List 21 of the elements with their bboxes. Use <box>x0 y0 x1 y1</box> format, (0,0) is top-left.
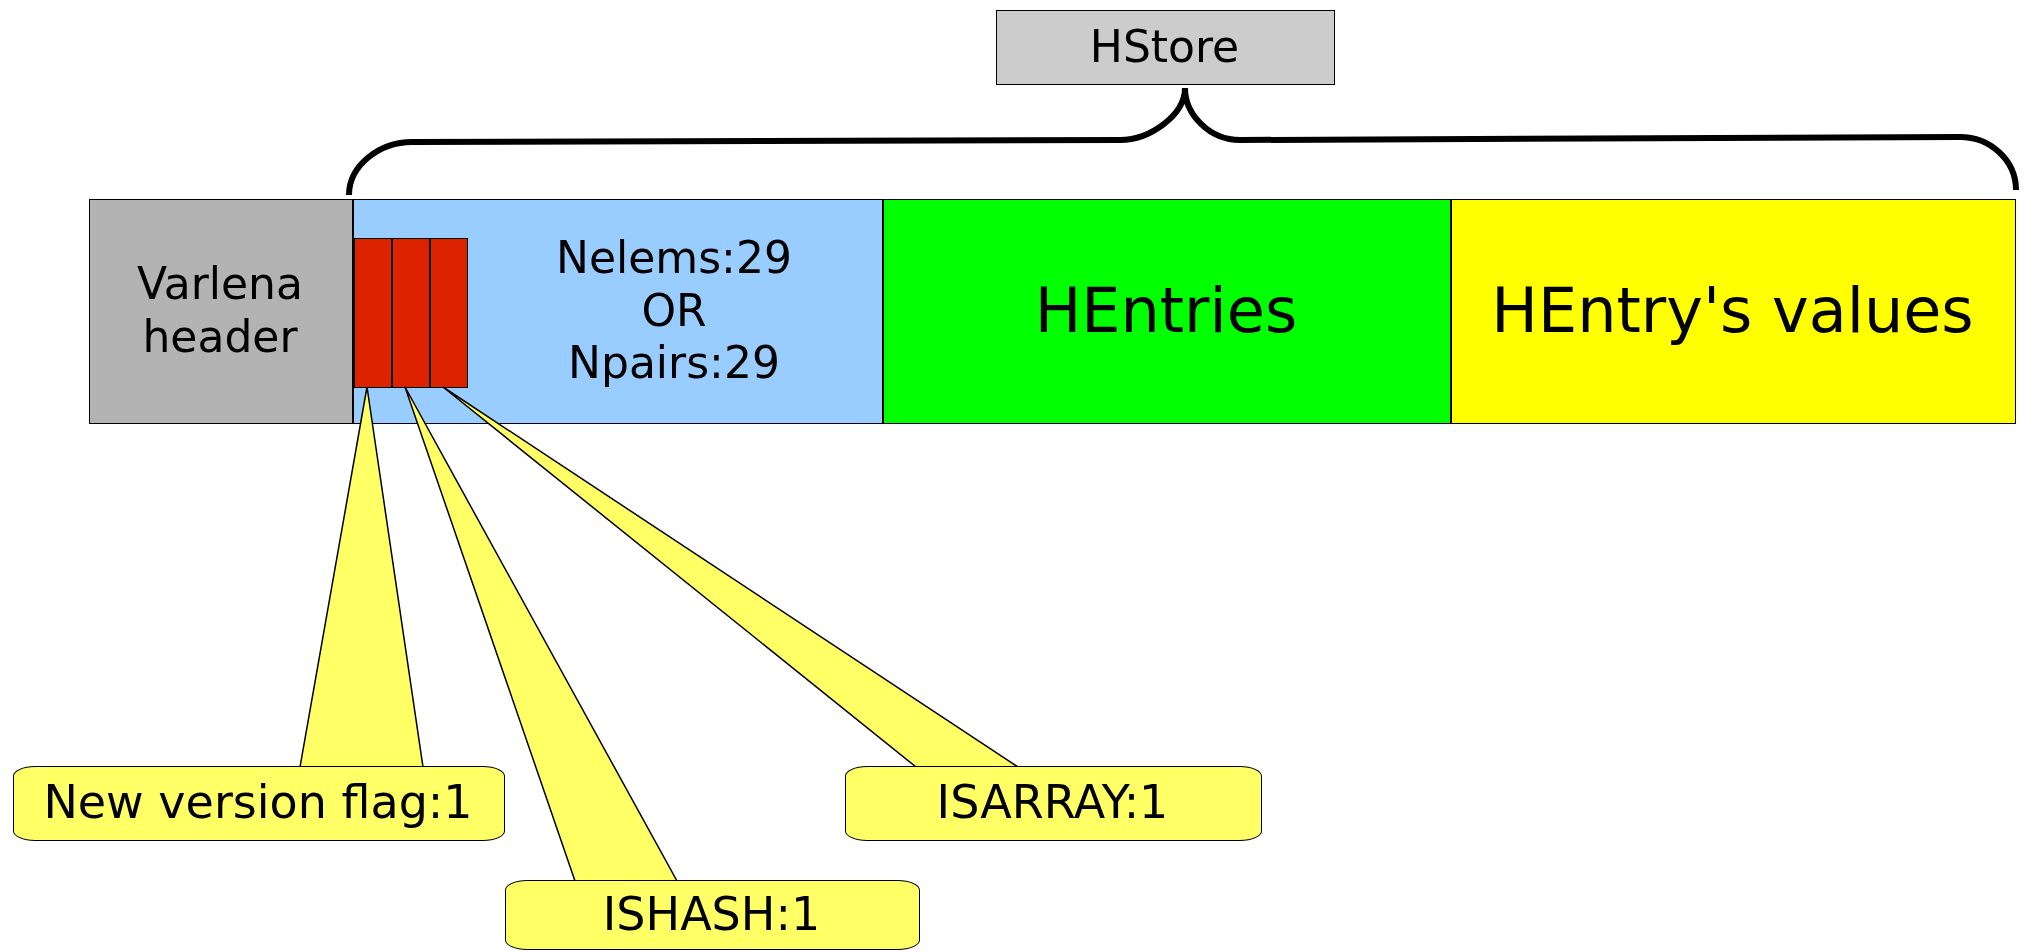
block-label: ISARRAY:1 <box>936 775 1169 831</box>
flag-bit <box>430 238 468 388</box>
block-label: Varlena header <box>136 258 304 364</box>
title-box <box>996 10 1335 85</box>
callout-bubble <box>845 766 1262 841</box>
callout-bubble <box>505 880 920 950</box>
flag-bit <box>354 238 392 388</box>
values-block <box>1451 199 2016 424</box>
flag-bit <box>392 238 430 388</box>
count-block <box>353 199 883 424</box>
block-label: ISHASH:1 <box>602 886 821 943</box>
block-label: HEntries <box>1034 273 1298 349</box>
block-label: HEntry's values <box>1491 273 1974 349</box>
block-label: HStore <box>1089 20 1240 74</box>
header-block <box>89 199 353 424</box>
block-label: Nelems:29 OR Npairs:29 <box>555 231 793 391</box>
block-label: New version flag:1 <box>43 775 473 831</box>
callout-pointer <box>404 386 679 882</box>
callout-bubble <box>13 766 505 841</box>
callout-pointer <box>299 386 424 768</box>
entries-block <box>883 199 1451 424</box>
